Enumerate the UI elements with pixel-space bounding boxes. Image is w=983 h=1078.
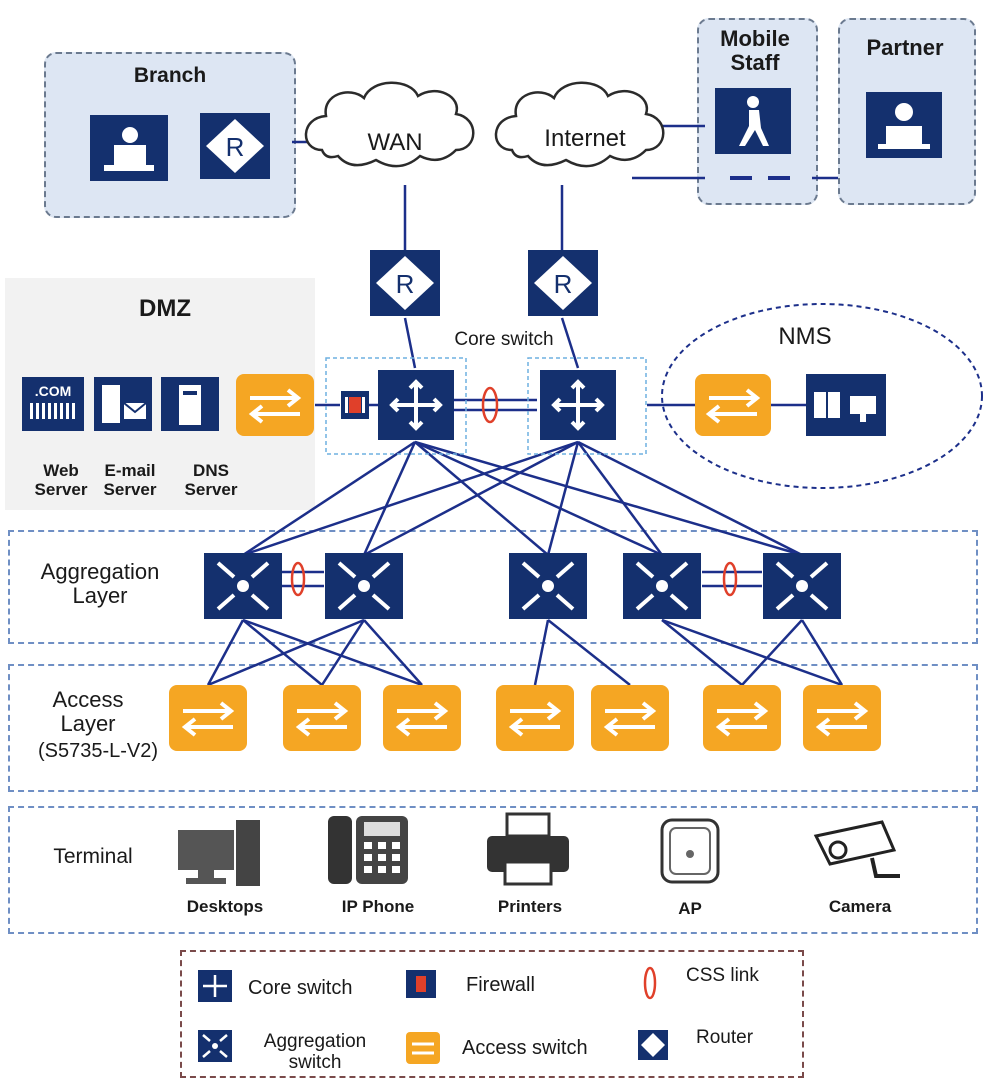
access-switch-2-icon	[283, 685, 361, 751]
dmz-access-switch-icon	[236, 374, 314, 436]
mobile-staff-title: Mobile Staff	[720, 26, 790, 76]
core-switch-label: Core switch	[454, 329, 554, 350]
web-server-badge: .COM	[34, 383, 72, 399]
ip-phone-label: IP Phone	[341, 897, 415, 916]
legend-aggregation-switch-icon	[198, 1030, 232, 1062]
dmz-title: DMZ	[139, 295, 191, 322]
aggregation-layer-label: Aggregation Layer	[40, 559, 160, 609]
access-switch-6-icon	[703, 685, 781, 751]
wan-label: WAN	[367, 129, 423, 156]
dns-server-icon	[161, 377, 219, 431]
printer-icon	[487, 812, 569, 886]
nms-title: NMS	[778, 323, 832, 350]
nms-access-switch-icon	[695, 374, 771, 436]
camera-icon	[813, 820, 900, 878]
dns-server-label: DNS Server	[184, 461, 238, 499]
legend-firewall-icon	[406, 970, 436, 998]
core-switch-right-icon	[540, 370, 616, 440]
access-point-icon	[660, 818, 720, 884]
access-switch-4-icon	[496, 685, 574, 751]
legend-css-link-label: CSS link	[686, 965, 759, 986]
legend-css-link-icon	[643, 966, 657, 1000]
email-server-icon	[94, 377, 152, 431]
desktops-label: Desktops	[186, 897, 264, 916]
aggregation-switch-2-icon	[325, 553, 403, 619]
branch-office-icon	[90, 115, 168, 181]
aggregation-switch-3-icon	[509, 553, 587, 619]
legend-router-icon	[638, 1030, 668, 1060]
partner-title: Partner	[866, 35, 944, 60]
terminal-layer-label: Terminal	[53, 845, 133, 868]
ip-phone-icon	[328, 816, 408, 884]
nms-server-icon	[806, 374, 886, 436]
mobile-staff-icon	[715, 88, 791, 154]
email-server-label: E-mail Server	[103, 461, 157, 499]
web-server-bars	[30, 403, 76, 419]
access-switch-5-icon	[591, 685, 669, 751]
access-switch-1-icon	[169, 685, 247, 751]
aggregation-switch-5-icon	[763, 553, 841, 619]
legend-firewall-label: Firewall	[466, 974, 535, 996]
wan-router-icon: R	[370, 250, 440, 316]
legend-core-switch-icon	[198, 970, 232, 1002]
svg-text:R: R	[396, 269, 415, 299]
desktop-icon	[178, 820, 260, 886]
web-server-icon: .COM	[22, 377, 84, 431]
aggregation-switch-4-icon	[623, 553, 701, 619]
web-server-label: Web Server	[34, 461, 88, 499]
branch-router-icon: R	[200, 113, 270, 179]
printers-label: Printers	[497, 897, 563, 916]
partner-icon	[866, 92, 942, 158]
ap-label: AP	[678, 899, 702, 918]
legend-core-switch-label: Core switch	[248, 977, 353, 999]
access-switch-3-icon	[383, 685, 461, 751]
access-model-label: (S5735-L-V2)	[37, 740, 159, 762]
legend-aggregation-switch-label: Aggregation switch	[263, 1031, 367, 1073]
access-layer-label: Access Layer	[52, 687, 124, 737]
core-switch-left-icon	[378, 370, 454, 440]
access-switch-7-icon	[803, 685, 881, 751]
dmz-firewall-icon	[341, 391, 369, 419]
internet-label: Internet	[544, 125, 626, 152]
internet-router-icon: R	[528, 250, 598, 316]
svg-text:R: R	[226, 132, 245, 162]
aggregation-switch-1-icon	[204, 553, 282, 619]
camera-label: Camera	[828, 897, 892, 916]
svg-text:R: R	[554, 269, 573, 299]
branch-title: Branch	[133, 64, 207, 87]
legend-access-switch-icon	[406, 1032, 440, 1064]
legend-access-switch-label: Access switch	[462, 1037, 588, 1059]
legend-router-label: Router	[696, 1027, 754, 1048]
